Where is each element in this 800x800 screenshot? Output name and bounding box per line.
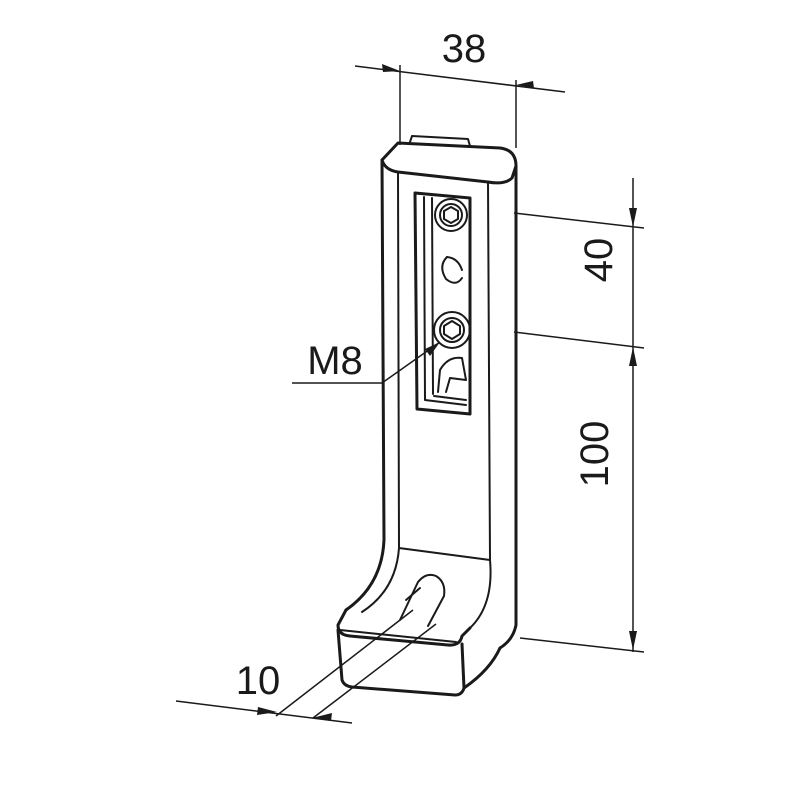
bracket-bend-curve-left — [361, 547, 400, 613]
bracket-foot-front-top — [339, 629, 457, 643]
dimension-label-10: 10 — [236, 659, 281, 703]
dimension-width-38: 38 — [354, 27, 566, 148]
bracket-foot-right — [462, 646, 502, 690]
bracket-left-edge — [344, 158, 386, 612]
leader-m8: M8 — [292, 339, 441, 384]
socket-screw-upper — [434, 198, 468, 232]
upright-window-inner — [423, 196, 467, 406]
foot-slot — [399, 573, 446, 627]
upright-window — [413, 191, 472, 416]
bracket-top-notch — [409, 135, 471, 147]
dimension-label-40: 40 — [577, 238, 621, 283]
window-clip — [437, 356, 467, 393]
bracket-front-right-edge — [487, 181, 491, 561]
leader-label-m8: M8 — [307, 339, 363, 383]
bracket-part — [336, 135, 518, 697]
window-clip-base — [433, 395, 467, 401]
bracket-foot-top — [336, 608, 472, 647]
dimension-label-100: 100 — [573, 421, 617, 488]
middle-hole — [441, 256, 463, 284]
bracket-front-left-edge — [397, 171, 400, 549]
dimension-slot-10: 10 — [175, 609, 437, 724]
dimension-height-100: 100 — [519, 348, 645, 653]
bracket-top-edge — [380, 141, 518, 185]
bracket-bend-line — [398, 547, 491, 561]
foot-slot-inner — [405, 587, 421, 601]
upright-window-side — [431, 197, 434, 395]
dimension-label-38: 38 — [442, 27, 487, 71]
bracket-bend-curve-right — [469, 559, 492, 629]
bracket-foot-front — [336, 628, 466, 697]
socket-screw-m8 — [433, 311, 471, 349]
bracket-back-right-edge — [498, 164, 518, 650]
dimension-height-40: 40 — [513, 178, 645, 366]
